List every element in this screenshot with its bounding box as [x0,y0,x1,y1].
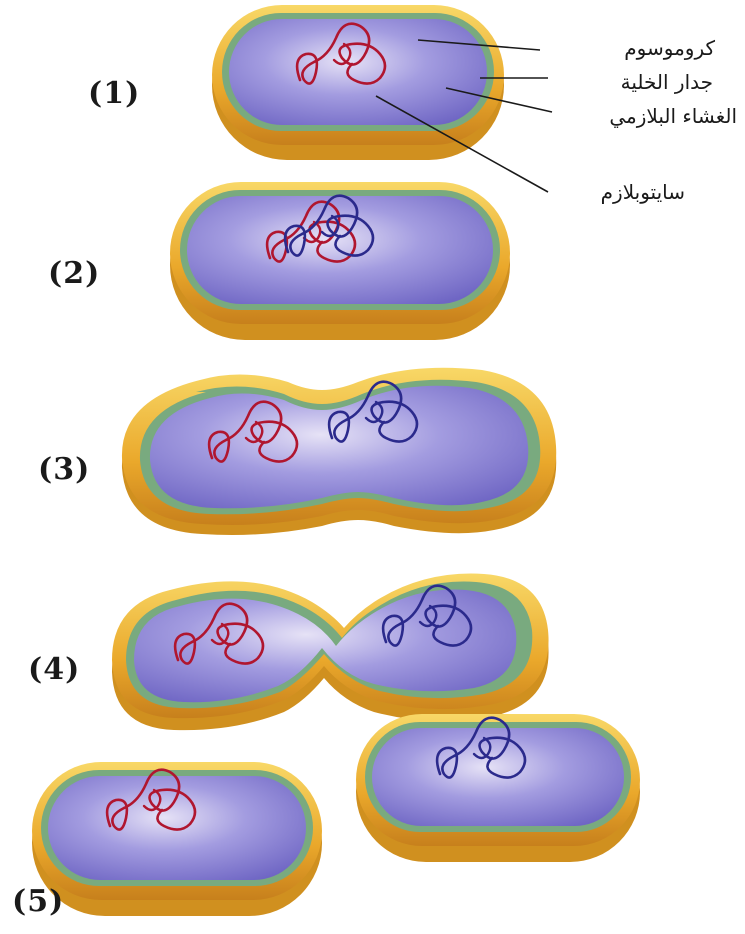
cell-stage-4 [112,574,549,731]
cell-stage-5-right [356,714,640,862]
step-label-2: (2) [48,256,100,291]
step-label-1: (1) [88,76,140,111]
label-plasma-membrane: الغشاء البلازمي [609,104,737,128]
cell-stage-3 [122,368,556,535]
step-label-3: (3) [38,452,90,487]
label-cytoplasm: سايتوبلازم [601,180,685,204]
cell-stage-1 [212,5,504,160]
step-label-4: (4) [28,652,80,687]
step-label-5: (5) [12,884,64,919]
cell-stage-2 [170,182,510,340]
cytoplasm [229,19,487,125]
label-chromosome: كروموسوم [624,36,715,60]
cell-stage-5-left [32,762,322,916]
label-cell-wall: جدار الخلية [621,70,713,94]
